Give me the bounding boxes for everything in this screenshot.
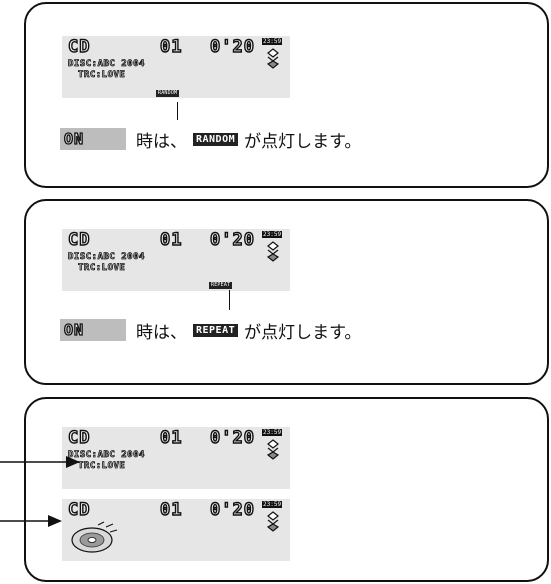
caption-text-before: 時は、 [136,322,187,343]
lcd-track: 01 [159,36,183,57]
disc-stack-icon [266,511,280,533]
lcd-disc-line: DISC:ABC 2004 [68,450,145,461]
lcd-track: 01 [159,427,183,448]
lcd-source: CD [67,36,91,57]
lcd-clock: 23:59 [262,38,283,45]
disc-stack-icon [266,48,280,70]
lcd-time: 0'20 [209,229,255,250]
lcd-display-text: CD 01 0'20 23:59 DISC:ABC 2004 TRC:LOVE [62,427,290,489]
lcd-source: CD [67,427,91,448]
lcd-disc-line: DISC:ABC 2004 [68,252,145,263]
repeat-pointer-line [229,290,230,310]
repeat-indicator: REPEAT [209,282,233,289]
repeat-panel [24,199,549,385]
random-caption: ON 時は、 RANDOM が点灯します。 [60,128,362,152]
lcd-time: 0'20 [209,36,255,57]
lcd-disc-line: DISC:ABC 2004 [68,59,145,70]
lcd-trc-line: TRC:LOVE [78,263,126,274]
lcd-trc-line: TRC:LOVE [78,461,126,472]
lcd-display-random: CD 01 0'20 23:59 DISC:ABC 2004 TRC:LOVE … [62,36,290,98]
lcd-display-animation: CD 01 0'20 23:59 [62,499,290,561]
on-badge: ON [60,128,126,150]
lcd-clock: 23:59 [262,501,283,508]
lcd-clock: 23:59 [262,231,283,238]
lcd-source: CD [67,229,91,250]
repeat-highlight: REPEAT [193,323,239,337]
spinning-disc-icon [68,521,120,559]
caption-text-after: が点灯します。 [244,322,362,343]
disc-stack-icon [266,241,280,263]
caption-text-before: 時は、 [136,131,187,152]
lcd-track: 01 [159,499,183,520]
lcd-source: CD [67,499,91,520]
random-indicator: RANDOM [156,90,180,97]
on-badge: ON [60,319,126,341]
arrow-to-text-view [0,456,80,468]
disc-stack-icon [266,439,280,461]
arrow-to-animation-view [0,515,62,527]
lcd-track: 01 [159,229,183,250]
repeat-caption: ON 時は、 REPEAT が点灯します。 [60,319,362,343]
lcd-time: 0'20 [209,499,255,520]
lcd-time: 0'20 [209,427,255,448]
random-pointer-line [177,102,178,120]
lcd-trc-line: TRC:LOVE [78,70,126,81]
random-highlight: RANDOM [193,132,239,146]
lcd-clock: 23:59 [262,429,283,436]
caption-text-after: が点灯します。 [244,131,362,152]
lcd-display-repeat: CD 01 0'20 23:59 DISC:ABC 2004 TRC:LOVE [62,229,290,291]
